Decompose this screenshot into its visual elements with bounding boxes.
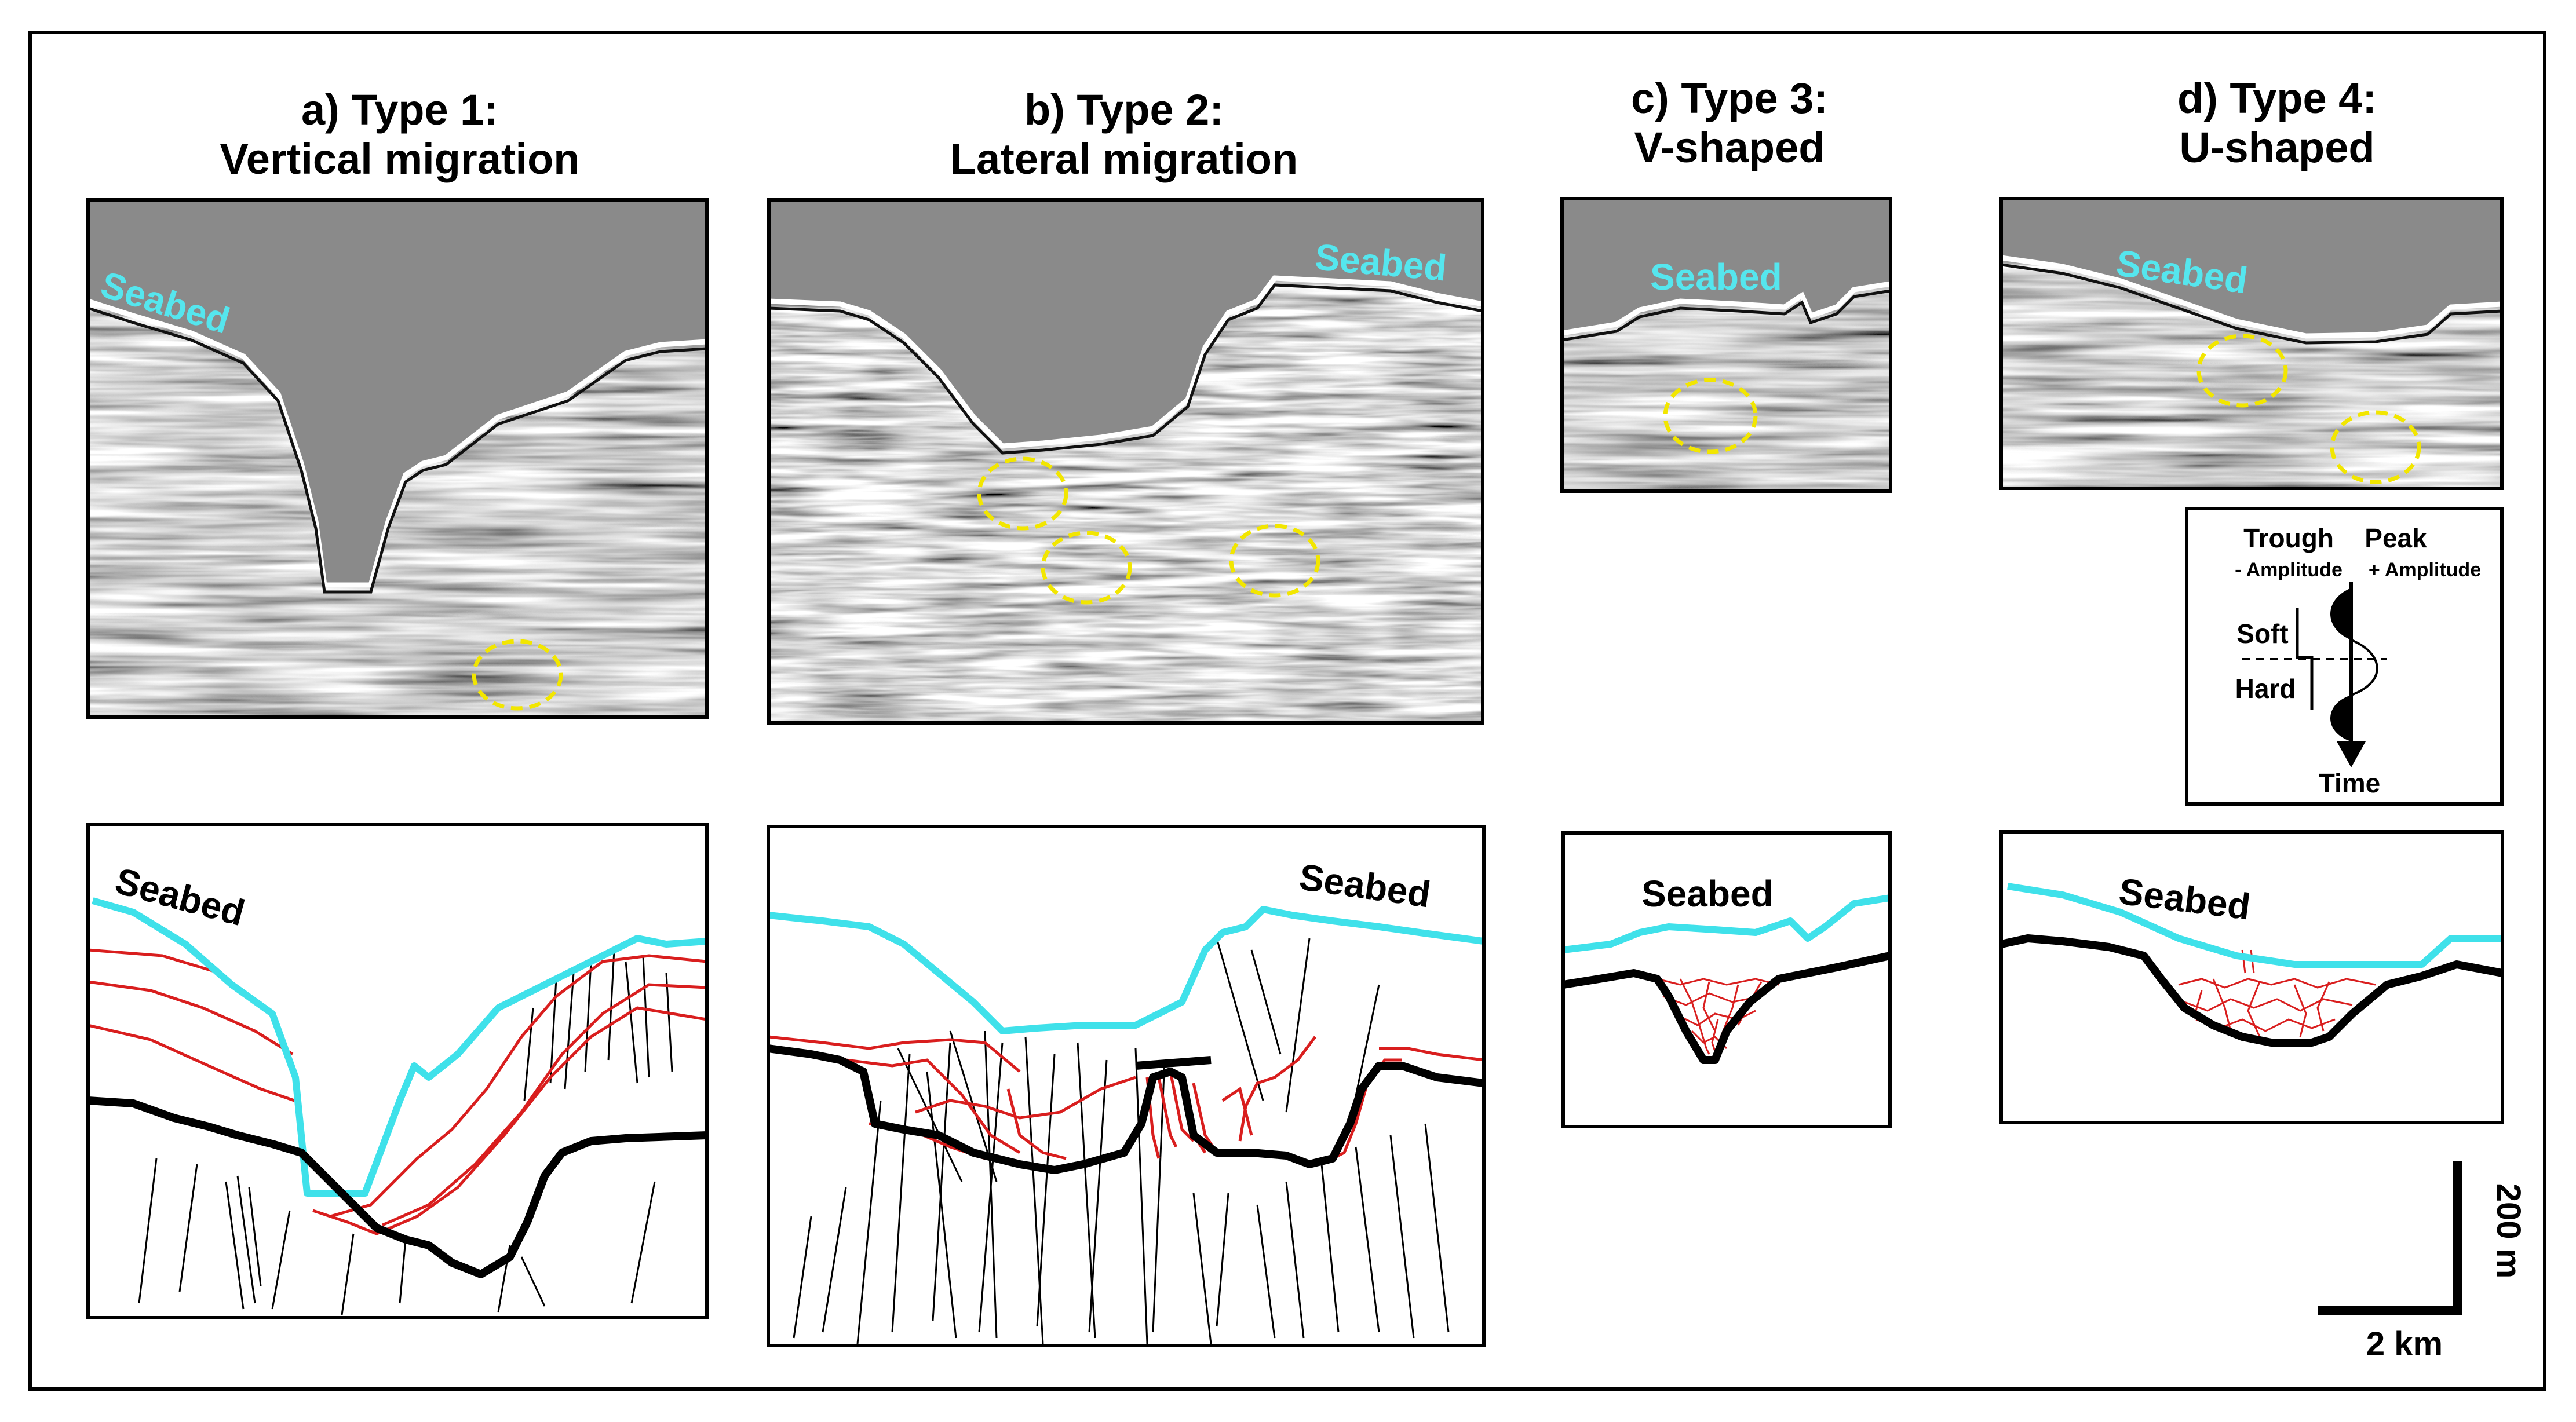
panel-c-seismic-seabed-label: Seabed xyxy=(1650,256,1782,298)
panel-a-interpretation xyxy=(88,824,707,1318)
panel-b-gas-anomaly-circle-2 xyxy=(1041,531,1132,605)
panel-d-gas-anomaly-circle-1 xyxy=(2196,334,2288,408)
legend-soft: Soft xyxy=(2236,619,2288,649)
impedance-step xyxy=(2296,608,2314,710)
panel-d-title-line2: U-shaped xyxy=(2179,123,2374,171)
panel-d-title-line1: d) Type 4: xyxy=(2177,74,2377,122)
panel-b-seismic-frame xyxy=(767,198,1484,725)
panel-c-title-line2: V-shaped xyxy=(1634,123,1825,171)
panel-d-infill xyxy=(2178,949,2376,1037)
panel-a-title-line1: a) Type 1: xyxy=(301,86,498,134)
legend-peak: Peak xyxy=(2365,523,2427,553)
scale-vertical-label: 200 m xyxy=(2490,1183,2527,1278)
panel-d-seismic xyxy=(2001,199,2502,488)
wavelet-peak-lobe xyxy=(2350,638,2378,697)
panel-b-seismic xyxy=(769,200,1483,723)
panel-c-seismic-frame xyxy=(1560,197,1892,493)
panel-d-interpretation-frame xyxy=(1999,830,2504,1124)
legend-frame xyxy=(2185,507,2504,806)
panel-a-seismic-frame xyxy=(86,198,709,719)
panel-a-title-line2: Vertical migration xyxy=(220,135,580,183)
scale-horizontal-label: 2 km xyxy=(2366,1325,2443,1363)
legend-hard: Hard xyxy=(2235,674,2296,704)
scale-bar: 200 m 2 km xyxy=(2318,1161,2527,1363)
legend-peak-sub: + Amplitude xyxy=(2369,559,2481,581)
panel-a-interpretation-frame xyxy=(86,823,709,1319)
panel-d-interpretation xyxy=(2001,832,2502,1123)
panel-b-title-line1: b) Type 2: xyxy=(1024,86,1224,134)
panel-c-seismic xyxy=(1562,199,1891,491)
polarity-legend: Trough - Amplitude Peak + Amplitude Soft… xyxy=(2185,507,2504,806)
panel-c-interp-seabed-label: Seabed xyxy=(1641,873,1774,915)
panel-d-gas-anomaly-circle-2 xyxy=(2330,410,2421,484)
panel-b-interpretation-frame xyxy=(767,825,1486,1347)
wavelet-trough-lobe xyxy=(2330,588,2351,640)
panel-c-interpretation-frame xyxy=(1561,831,1892,1128)
panel-a-faults xyxy=(138,949,673,1315)
legend-time: Time xyxy=(2319,768,2381,798)
wavelet-trough-lobe-lower xyxy=(2330,695,2351,741)
figure-frame xyxy=(28,31,2546,1391)
legend-trough-sub: - Amplitude xyxy=(2235,559,2343,581)
time-arrow-icon xyxy=(2337,741,2366,767)
panel-a-seismic xyxy=(88,200,707,717)
panel-c-gas-anomaly-circle xyxy=(1663,378,1758,454)
panel-d-seismic-frame xyxy=(1999,197,2504,490)
legend-trough: Trough xyxy=(2243,523,2334,553)
panel-c-interpretation xyxy=(1563,833,1890,1127)
panel-b-title-line2: Lateral migration xyxy=(950,135,1298,183)
panel-c-title-line1: c) Type 3: xyxy=(1631,74,1828,122)
panel-b-gas-anomaly-circle-1 xyxy=(977,456,1068,531)
panel-a-gas-anomaly-circle xyxy=(472,639,563,711)
panel-b-gas-anomaly-circle-3 xyxy=(1229,524,1320,598)
panel-b-interpretation xyxy=(768,827,1484,1346)
